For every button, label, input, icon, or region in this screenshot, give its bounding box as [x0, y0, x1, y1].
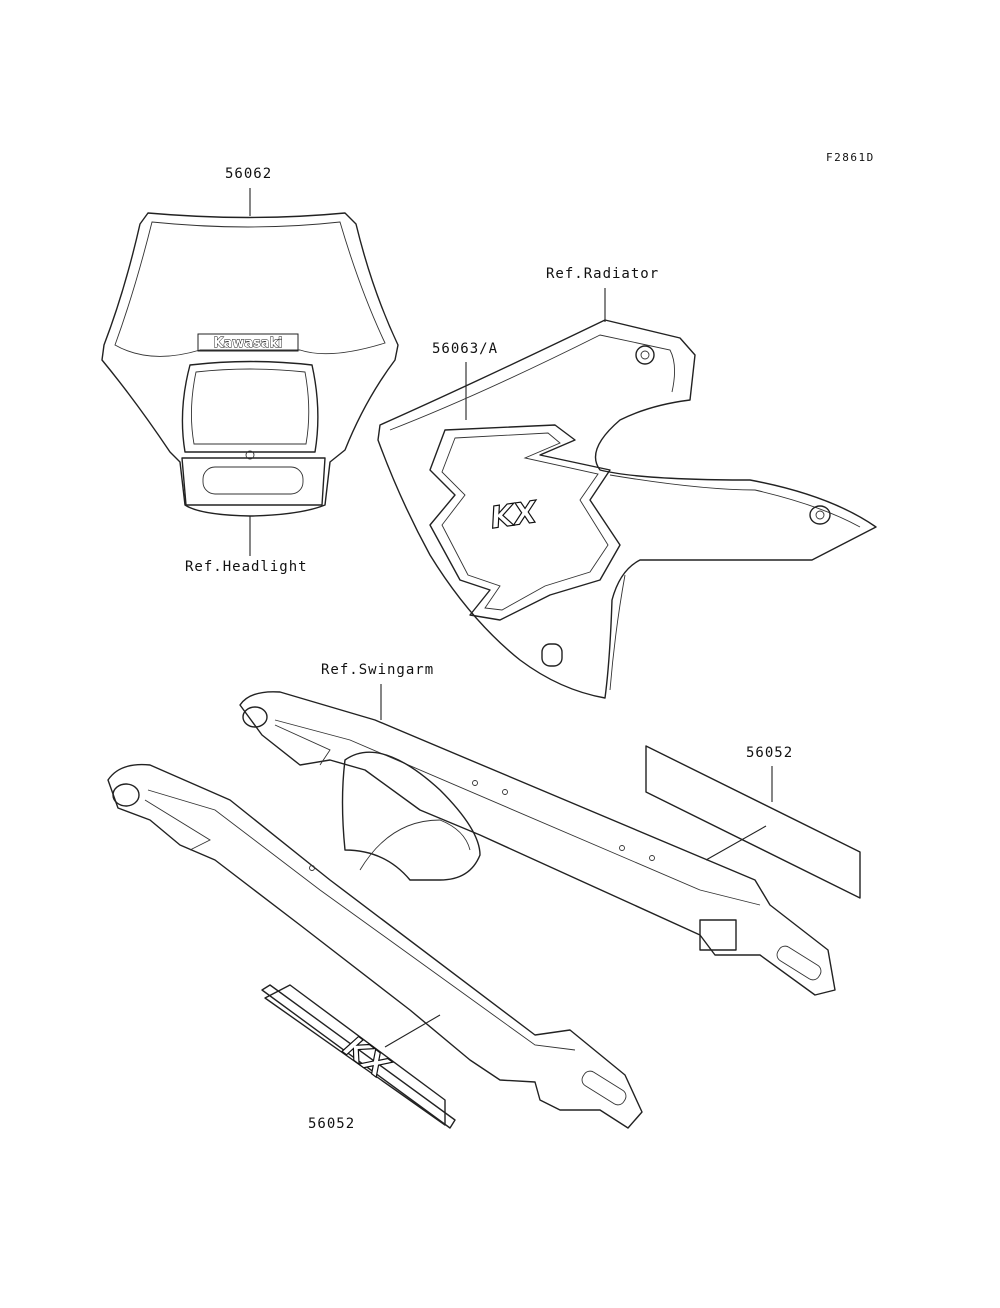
headlight-window-inner — [190, 368, 310, 445]
shroud-outline — [377, 319, 877, 699]
left-axle-slot — [581, 1070, 627, 1106]
label-ref-headlight: Ref.Headlight — [185, 559, 308, 575]
swingarm-hole — [502, 789, 508, 795]
figure-code: F2861D — [826, 151, 875, 164]
label-56062: 56062 — [225, 166, 272, 182]
right-pivot-web — [274, 724, 331, 766]
shroud-mount-hole-right — [809, 505, 831, 525]
lower-plate-slot — [202, 466, 304, 495]
swingarm-hole — [649, 855, 655, 861]
shroud-inner-top — [389, 334, 675, 431]
kx-graphic-text: KX — [488, 495, 541, 536]
logo-strip — [197, 333, 299, 352]
radiator-shroud: Ref.Radiator 56063/A KX — [377, 266, 877, 699]
label-56052-right: 56052 — [746, 745, 793, 761]
center-bolt — [245, 450, 255, 460]
headlight-cover-inner — [114, 221, 386, 357]
chain-guide-block — [699, 919, 737, 951]
label-ref-radiator: Ref.Radiator — [546, 266, 659, 282]
shroud-kx-graphic: KX — [429, 424, 621, 621]
right-axle-slot — [776, 945, 822, 981]
swingarm: Ref.Swingarm — [107, 662, 836, 1129]
label-56052-left: 56052 — [308, 1116, 355, 1132]
label-ref-swingarm: Ref.Swingarm — [321, 662, 434, 678]
swingarm-right-arm-edge — [274, 719, 761, 906]
decal-left-body — [264, 984, 446, 1126]
left-pivot-hole — [112, 783, 140, 807]
headlight-window — [181, 360, 319, 453]
kawasaki-logo: Kawasaki — [213, 336, 282, 351]
decal-left-outline — [261, 984, 456, 1129]
shroud-mount-hole-right-inner — [815, 510, 825, 520]
swingarm-decal-left: KX 56052 — [261, 984, 456, 1132]
swingarm-left-arm — [107, 763, 643, 1129]
swingarm-right-arm — [239, 691, 836, 996]
label-56063a: 56063/A — [432, 341, 498, 357]
shroud-mount-hole-top — [635, 345, 655, 365]
swingarm-hole — [472, 780, 478, 786]
decal-right-outline — [645, 745, 861, 899]
lower-plate — [181, 457, 326, 506]
left-pivot-web — [144, 799, 211, 851]
kx-graphic-inner — [441, 432, 609, 611]
leader-56052-right-to-arm — [705, 825, 767, 861]
decal-left-text: KX — [337, 1029, 397, 1086]
shroud-inner-right — [609, 474, 861, 528]
leader-56052-left-to-arm — [384, 1014, 441, 1048]
right-pivot-hole — [242, 706, 268, 728]
headlight-cover: 56062 Kawasaki Ref.Headlight — [101, 166, 399, 575]
swingarm-decal-right: 56052 — [645, 745, 861, 899]
shroud-mount-hole-top-inner — [640, 350, 650, 360]
cross-brace-curve — [359, 819, 471, 871]
swingarm-hole — [309, 865, 315, 871]
swingarm-left-arm-edge — [147, 789, 576, 1051]
swingarm-hole — [619, 845, 625, 851]
kx-graphic-outline — [429, 424, 621, 621]
swingarm-cross-brace — [341, 751, 481, 881]
shroud-mount-boss — [541, 643, 563, 667]
headlight-cover-outline — [101, 212, 399, 517]
shroud-inner-bottom — [609, 574, 626, 691]
